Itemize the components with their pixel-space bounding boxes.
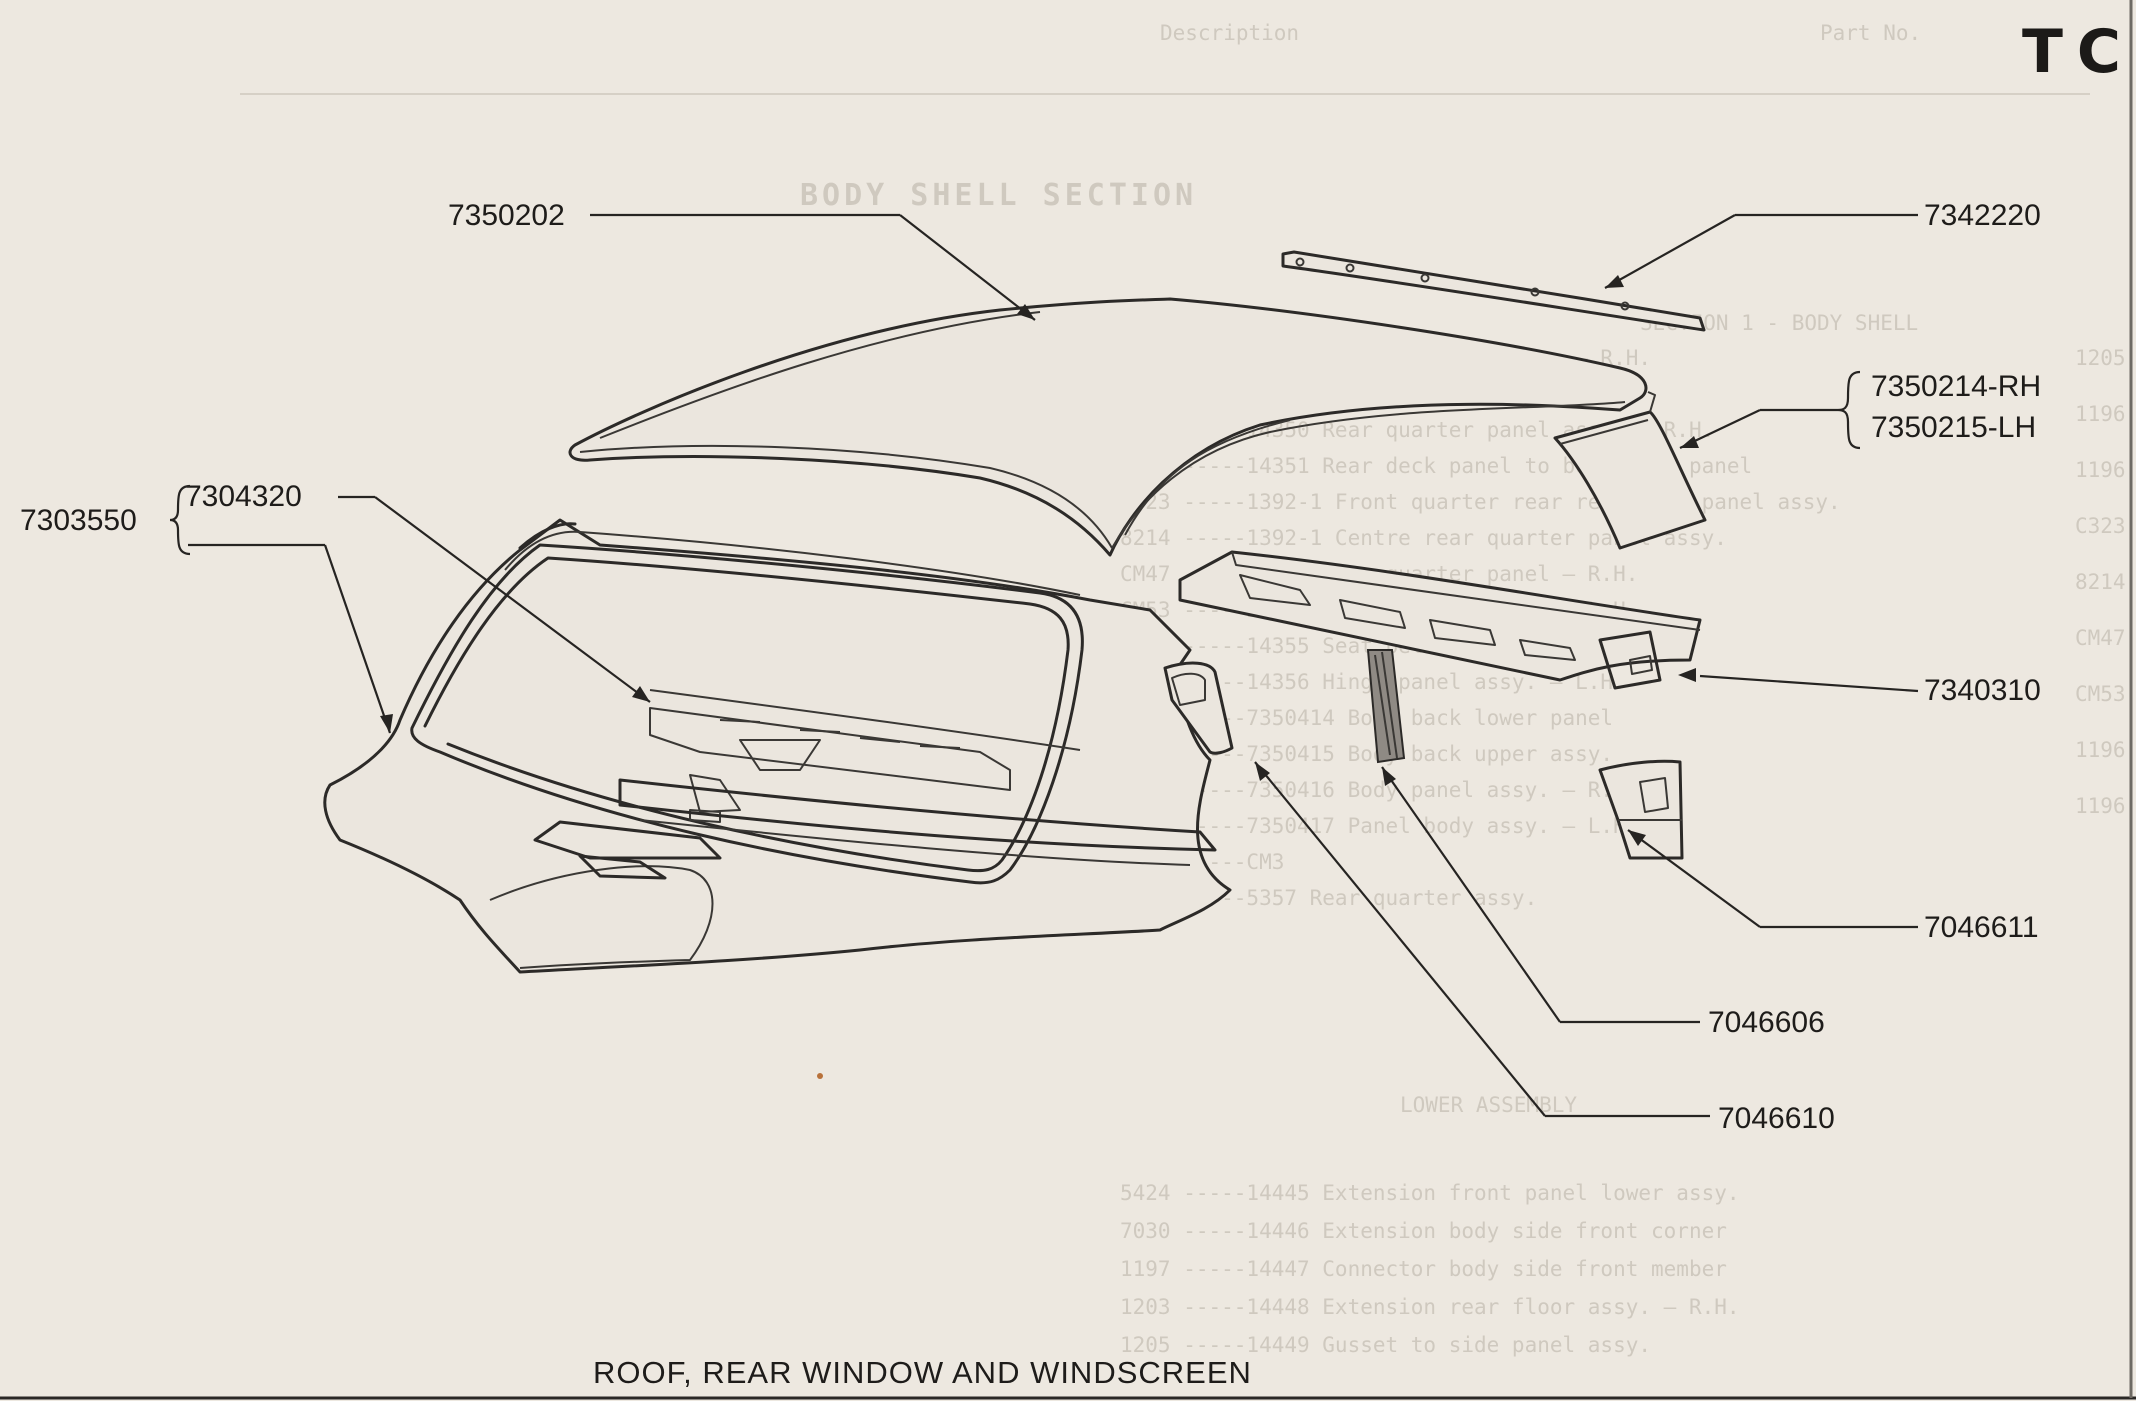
bleed-header-part-no: Part No. [1820,21,1921,45]
bleed-edge-code: C323 [2075,514,2126,538]
bleed-edge-code: 1196 [2075,738,2126,762]
bleed-lower-row: 5424 -----14445 Extension front panel lo… [1120,1181,1740,1205]
rear-rail-drawing [1281,250,1706,332]
bleed-edge-code: 1196 [2075,402,2126,426]
bleed-heading: BODY SHELL SECTION [800,178,1197,213]
callout-label-side-pillar-rh: 7350214-RH [1871,370,2041,403]
bleed-edge-code: 1196 [2075,794,2126,818]
callout-roof-panel: 7350202 [448,199,1036,321]
callout-label-rear-window-assembly: 7303550 [20,504,137,537]
header-rail-drawing [1178,550,1702,690]
callout-label-roof-panel: 7350202 [448,199,565,232]
callout-sealing-strip: 7046606 [1381,766,1825,1039]
callout-label-header-rail: 7340310 [1924,674,2041,707]
callout-label-inner-bracket: 7046610 [1718,1102,1835,1135]
bleed-edge-code: 1205 [2075,346,2126,370]
rear-window-drawing [323,518,1232,974]
bleed-lower-row: 1205 -----14449 Gusset to side panel ass… [1120,1333,1651,1357]
corner-code: TC [2022,17,2135,87]
bleed-edge-code: CM47 [2075,626,2126,650]
callout-rear-rail: 7342220 [1604,199,2041,289]
bleed-lower-rows: 5424 -----14445 Extension front panel lo… [1120,1181,1740,1357]
bleed-row: 1205 -----7350417 Panel body assy. — L.H… [1120,814,1664,838]
bleed-lower-row: 1197 -----14447 Connector body side fron… [1120,1257,1727,1281]
callout-rear-window-frame: 7304320 [185,480,651,703]
callout-label-rear-window-frame: 7304320 [185,480,302,513]
corner-bracket-drawing [1598,759,1684,860]
callout-header-rail: 7340310 [1678,668,2041,707]
callout-side-pillar: 7350214-RH 7350215-LH [1679,370,2041,450]
bleed-edge-code: 1196 [2075,458,2126,482]
callout-corner-bracket: 7046611 [1627,829,2039,944]
callout-label-rear-rail: 7342220 [1924,199,2041,232]
bleed-subheading-2: LOWER ASSEMBLY [1400,1093,1577,1117]
callout-label-sealing-strip: 7046606 [1708,1006,1825,1039]
paper-speck [817,1073,823,1079]
bleed-header-description: Description [1160,21,1299,45]
callout-label-side-pillar-lh: 7350215-LH [1871,411,2036,444]
bleed-lower-row: 1203 -----14448 Extension rear floor ass… [1120,1295,1740,1319]
bleed-row: C323 -----1392-1 Front quarter rear reta… [1120,490,1841,514]
roof-panel-drawing [568,297,1648,557]
bleed-lower-row: 7030 -----14446 Extension body side fron… [1120,1219,1727,1243]
sealing-strip-drawing [1366,649,1406,764]
side-pillar-drawing [1553,391,1707,550]
callout-inner-bracket: 7046610 [1254,761,1835,1135]
bleed-edge-code: 8214 [2075,570,2126,594]
inner-bracket-drawing [1163,661,1234,755]
figure-caption: ROOF, REAR WINDOW AND WINDSCREEN [593,1355,1252,1390]
bleed-edge-code: CM53 [2075,682,2126,706]
callout-label-corner-bracket: 7046611 [1924,911,2039,944]
callout-rear-window-assembly: 7303550 [20,484,393,734]
